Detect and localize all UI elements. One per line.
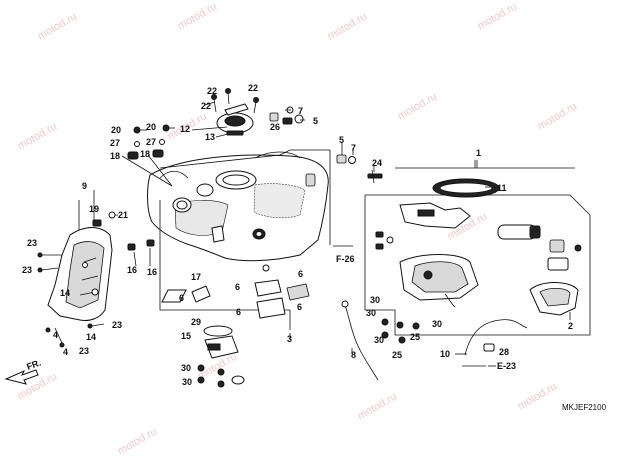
callout-6: 6 xyxy=(236,307,241,317)
callout-19: 19 xyxy=(89,204,99,214)
callout-22: 22 xyxy=(248,83,258,93)
callout-23: 23 xyxy=(112,320,122,330)
watermark-text: motod.ru xyxy=(536,100,580,132)
watermark-text: motod.ru xyxy=(476,0,520,32)
cap-side-parts xyxy=(269,106,304,125)
tank-pads xyxy=(161,264,310,319)
callout-26: 26 xyxy=(270,122,280,132)
callout-6: 6 xyxy=(179,293,184,303)
pump-fasteners xyxy=(381,318,420,344)
side-cover xyxy=(47,211,116,321)
callout-30: 30 xyxy=(432,319,442,329)
callout-24: 24 xyxy=(372,158,382,168)
watermark-text: motod.ru xyxy=(356,390,400,422)
callout-12: 12 xyxy=(180,124,190,134)
callout-25: 25 xyxy=(410,332,420,342)
callout-4: 4 xyxy=(63,347,68,357)
callout-9: 9 xyxy=(82,181,87,191)
callout-30: 30 xyxy=(366,308,376,318)
watermark-text: motod.ru xyxy=(16,120,60,152)
callout-20: 20 xyxy=(111,125,121,135)
callout-18: 18 xyxy=(140,149,150,159)
callout-18: 18 xyxy=(110,151,120,161)
left-fasteners xyxy=(37,252,105,348)
callout-labels: 1 2 3 4 4 5 5 6 6 6 6 6 7 7 8 9 10 11 12… xyxy=(22,83,573,387)
callout-23: 23 xyxy=(27,238,37,248)
callout-30: 30 xyxy=(182,377,192,387)
fuel-tank xyxy=(147,151,329,262)
callout-1: 1 xyxy=(476,148,481,158)
callout-5: 5 xyxy=(339,135,344,145)
callout-22: 22 xyxy=(207,86,217,96)
tank-outline-bracket xyxy=(159,149,331,245)
callout-23: 23 xyxy=(22,265,32,275)
front-direction-indicator: FR. xyxy=(4,358,42,385)
callout-6: 6 xyxy=(297,302,302,312)
callout-15: 15 xyxy=(181,331,191,341)
callout-27: 27 xyxy=(146,137,156,147)
callout-22: 22 xyxy=(201,101,211,111)
diagram-code: MKJEF2100 xyxy=(562,403,607,412)
pump-components xyxy=(375,178,582,308)
callout-11: 11 xyxy=(497,183,507,193)
drain-hose xyxy=(341,300,379,381)
callout-14: 14 xyxy=(60,288,70,298)
callout-2: 2 xyxy=(568,321,573,331)
callout-28: 28 xyxy=(499,347,509,357)
callout-23: 23 xyxy=(79,346,89,356)
callout-16: 16 xyxy=(147,267,157,277)
callout-7: 7 xyxy=(351,143,356,153)
fuel-feed-hose xyxy=(464,319,528,356)
front-label: FR. xyxy=(25,358,42,372)
callout-21: 21 xyxy=(118,210,128,220)
callout-14: 14 xyxy=(86,332,96,342)
callout-8: 8 xyxy=(351,350,356,360)
watermark-text: motod.ru xyxy=(116,425,160,457)
ref-e23: E-23 xyxy=(497,361,516,371)
callout-30: 30 xyxy=(181,363,191,373)
watermark-text: motod.ru xyxy=(396,90,440,122)
callout-6: 6 xyxy=(235,282,240,292)
tank-bottom-grommets xyxy=(127,239,155,251)
callout-5: 5 xyxy=(313,116,318,126)
callout-17: 17 xyxy=(191,272,201,282)
watermark-text: motod.ru xyxy=(516,380,560,412)
cross-references: F-26 E-23 xyxy=(333,245,516,371)
pump-group-frame xyxy=(364,160,591,336)
callout-6: 6 xyxy=(298,269,303,279)
tank-bracket xyxy=(159,200,291,330)
watermark-text: motod.ru xyxy=(326,10,370,42)
tank-right-fasteners xyxy=(336,154,383,184)
callout-3: 3 xyxy=(287,334,292,344)
callout-30: 30 xyxy=(370,295,380,305)
callout-27: 27 xyxy=(110,138,120,148)
ref-f26: F-26 xyxy=(336,254,355,264)
leader-lines xyxy=(78,101,571,367)
callout-10: 10 xyxy=(440,349,450,359)
callout-20: 20 xyxy=(146,122,156,132)
fuel-pump-lower xyxy=(197,325,245,388)
filler-cap xyxy=(211,88,259,136)
callout-29: 29 xyxy=(191,317,201,327)
callout-16: 16 xyxy=(127,265,137,275)
callout-4: 4 xyxy=(53,330,58,340)
watermark-text: motod.ru xyxy=(36,10,80,42)
callout-25: 25 xyxy=(392,350,402,360)
callout-13: 13 xyxy=(205,132,215,142)
cap-fasteners xyxy=(127,124,175,160)
callout-30: 30 xyxy=(374,335,384,345)
float-cover xyxy=(529,282,579,316)
callout-7: 7 xyxy=(298,106,303,116)
watermark-text: motod.ru xyxy=(176,0,220,32)
